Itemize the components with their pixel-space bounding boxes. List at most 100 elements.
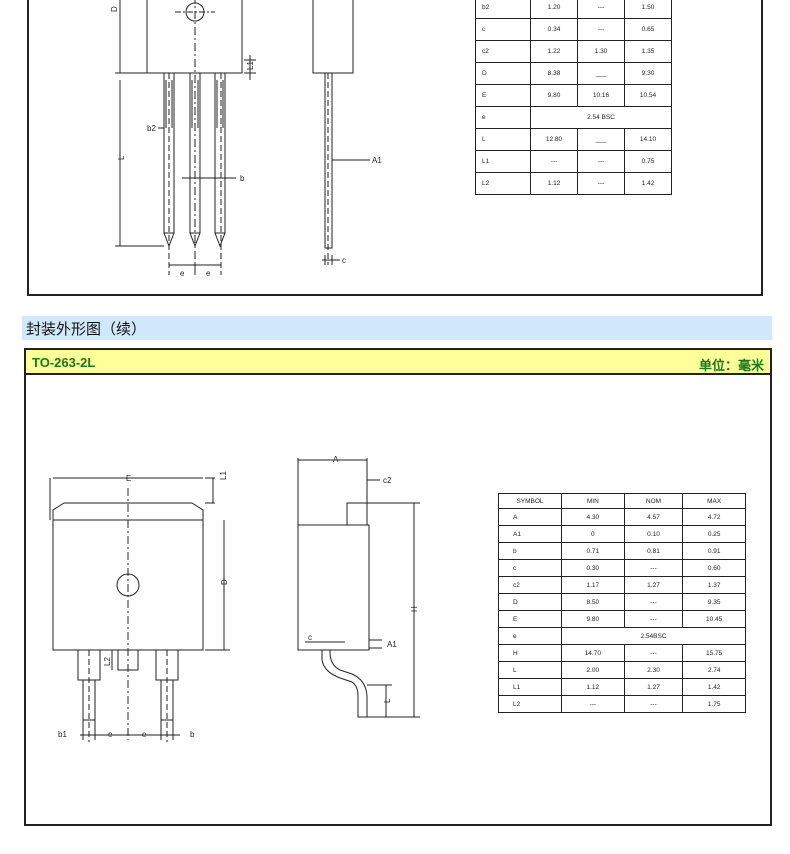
table-cell: L2	[498, 695, 562, 713]
top-package-drawing: D b2 L b e e L1 A1 c	[110, 0, 382, 278]
table-cell: 1.42	[624, 172, 672, 195]
table-cell: 15.75	[682, 644, 746, 662]
unit-label: 单位：毫米	[698, 359, 764, 374]
top-label-e1: e	[180, 269, 185, 278]
table-cell: ---	[561, 695, 625, 713]
table-cell: b	[498, 542, 562, 560]
table-cell: A1	[498, 525, 562, 543]
table-cell: 0.71	[561, 542, 625, 560]
table-cell: 0.10	[623, 525, 684, 543]
side-label-c2: c2	[383, 476, 392, 485]
table-cell: 2.54BSC	[561, 627, 746, 645]
table-cell: ---	[623, 559, 684, 577]
table-cell: 8.50	[561, 593, 625, 611]
table-cell: ---	[623, 610, 684, 628]
table-cell: H	[498, 644, 562, 662]
table-cell: A	[498, 508, 562, 526]
table-cell: 1.27	[623, 678, 684, 696]
package-name: TO-263-2L	[32, 355, 96, 370]
table-cell: 0.30	[561, 559, 625, 577]
column-header: NOM	[623, 493, 684, 509]
table-cell: 0.60	[682, 559, 746, 577]
top-label-L: L	[117, 155, 126, 160]
bot-label-L1: L1	[219, 471, 228, 480]
bot-label-e2: e	[142, 730, 147, 739]
table-cell: L	[498, 661, 562, 679]
table-cell: 2.00	[561, 661, 625, 679]
column-header: SYMBOL	[498, 493, 562, 509]
table-cell: 9.35	[682, 593, 746, 611]
table-cell: e	[498, 627, 562, 645]
bot-label-b1: b1	[58, 730, 67, 739]
bot-label-D: D	[220, 579, 229, 585]
top-label-c: c	[342, 256, 346, 265]
top-side-body	[312, 0, 354, 74]
table-cell: ---	[623, 644, 684, 662]
table-cell: 1.75	[682, 695, 746, 713]
table-cell: ---	[623, 593, 684, 611]
table-cell: 9.80	[561, 610, 625, 628]
side-label-A1: A1	[387, 640, 397, 649]
table-cell: 1.42	[682, 678, 746, 696]
table-cell: L1	[498, 678, 562, 696]
table-cell: 4.30	[561, 508, 625, 526]
bot-label-E: E	[126, 474, 131, 483]
top-label-L1: L1	[246, 61, 255, 70]
table-cell: c2	[498, 576, 562, 594]
table-cell: 2.30	[623, 661, 684, 679]
table-cell: 0.91	[682, 542, 746, 560]
table-cell: ---	[623, 695, 684, 713]
column-header: MIN	[561, 493, 625, 509]
table-cell: 0.81	[623, 542, 684, 560]
bot-mounting-hole	[116, 573, 140, 597]
table-cell: 1.17	[561, 576, 625, 594]
table-cell: 0.25	[682, 525, 746, 543]
table-cell: 14.70	[561, 644, 625, 662]
table-cell: 4.72	[682, 508, 746, 526]
bottom-drawing-frame	[24, 348, 772, 826]
top-label-D: D	[110, 6, 119, 12]
table-cell: 1.27	[623, 576, 684, 594]
top-label-b: b	[240, 174, 245, 183]
top-drawing-frame	[27, 0, 763, 296]
table-cell: c	[498, 559, 562, 577]
bot-label-e1: e	[108, 730, 113, 739]
table-cell: 1.12	[561, 678, 625, 696]
side-label-c: c	[308, 633, 312, 642]
bot-label-L2: L2	[103, 657, 112, 666]
section-banner: 封装外形图（续）	[22, 316, 772, 340]
bot-label-b: b	[190, 730, 195, 739]
bot-side-body	[297, 524, 370, 651]
package-title-bar: TO-263-2L 单位：毫米	[26, 350, 770, 375]
column-header: MAX	[682, 493, 746, 509]
section-banner-title: 封装外形图（续）	[26, 320, 147, 338]
side-label-L: L	[383, 698, 392, 703]
top-label-b2: b2	[147, 124, 156, 133]
table-cell: 2.74	[682, 661, 746, 679]
table-cell: E	[498, 610, 562, 628]
top-label-e2: e	[206, 269, 211, 278]
side-label-A: A	[333, 455, 339, 464]
top-label-A1: A1	[372, 156, 382, 165]
